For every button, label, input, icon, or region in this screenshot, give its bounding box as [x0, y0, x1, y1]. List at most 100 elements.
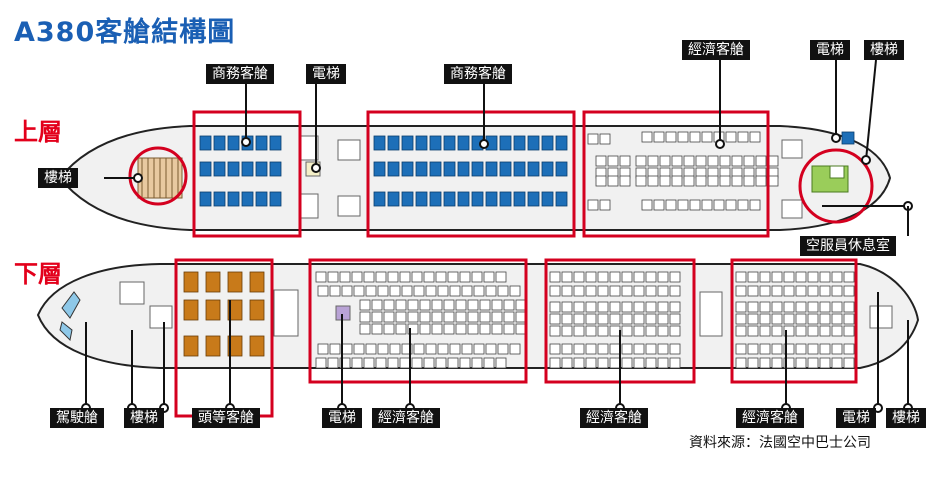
first-class-seat: [227, 271, 243, 293]
lower-economy-seat: [431, 299, 443, 311]
upper-economy-seat: [665, 199, 677, 211]
lower-economy-seat: [609, 301, 621, 313]
lower-economy-seat: [669, 325, 681, 337]
lower-economy-seat: [735, 285, 747, 297]
lower-economy-seat: [411, 357, 423, 369]
lower-economy-seat: [585, 357, 597, 369]
upper-galley-5: [781, 139, 803, 159]
lower-economy-seat: [645, 343, 657, 355]
upper-business-seat: [199, 135, 212, 151]
lower-economy-seat: [359, 311, 371, 323]
upper-business-seat: [429, 161, 442, 177]
lower-economy-seat: [573, 343, 585, 355]
upper-business-seat: [457, 161, 470, 177]
lower-economy-seat: [633, 357, 645, 369]
upper-business-seat: [415, 191, 428, 207]
upper-business-seat: [429, 135, 442, 151]
lower-economy-seat: [585, 285, 597, 297]
label-lower-stairs-right: 樓梯: [886, 408, 926, 428]
lower-economy-seat: [633, 343, 645, 355]
lower-economy-seat: [377, 285, 389, 297]
lower-economy-seat: [327, 357, 339, 369]
lower-economy-seat: [747, 285, 759, 297]
frame-upper-stairs-circle: [128, 146, 188, 206]
upper-business-seat: [471, 161, 484, 177]
lower-economy-seat: [807, 285, 819, 297]
lower-economy-seat: [735, 325, 747, 337]
lower-economy-seat: [645, 271, 657, 283]
lower-economy-seat: [471, 271, 483, 283]
lower-economy-seat: [339, 357, 351, 369]
lower-economy-seat: [609, 357, 621, 369]
upper-economy-seat: [619, 155, 631, 167]
lower-economy-seat: [443, 311, 455, 323]
lower-economy-seat: [621, 271, 633, 283]
lower-economy-seat: [669, 271, 681, 283]
deck-label-lower: 下層: [14, 260, 62, 288]
label-upper-stairs-right: 樓梯: [864, 40, 904, 60]
lower-economy-seat: [395, 311, 407, 323]
upper-business-seat: [429, 191, 442, 207]
lower-economy-seat: [461, 285, 473, 297]
lower-economy-seat: [783, 271, 795, 283]
lower-economy-seat: [735, 271, 747, 283]
lower-economy-seat: [407, 323, 419, 335]
lower-economy-seat: [549, 325, 561, 337]
lower-economy-seat: [843, 313, 855, 325]
first-class-seat: [205, 299, 221, 321]
lower-economy-seat: [657, 313, 669, 325]
lower-economy-seat: [783, 325, 795, 337]
upper-business-seat: [499, 135, 512, 151]
upper-business-seat: [555, 135, 568, 151]
lower-economy-seat: [597, 271, 609, 283]
label-lower-economy-2: 經濟客艙: [580, 408, 648, 428]
lower-economy-seat: [633, 271, 645, 283]
lower-economy-seat: [795, 271, 807, 283]
lower-economy-seat: [609, 343, 621, 355]
callout-line: [865, 59, 877, 161]
lower-economy-seat: [669, 343, 681, 355]
callout-dot: [241, 137, 251, 147]
lower-economy-seat: [351, 271, 363, 283]
lower-economy-seat: [561, 325, 573, 337]
lower-economy-seat: [621, 325, 633, 337]
lower-economy-seat: [473, 343, 485, 355]
frame-crew-rest-circle: [798, 148, 874, 224]
upper-economy-seat: [619, 175, 631, 187]
upper-economy-seat: [689, 199, 701, 211]
upper-business-seat: [241, 191, 254, 207]
upper-business-seat: [199, 191, 212, 207]
lower-economy-seat: [549, 343, 561, 355]
lower-economy-seat: [783, 343, 795, 355]
upper-business-seat: [401, 191, 414, 207]
upper-economy-seat: [701, 199, 713, 211]
lower-economy-seat: [747, 325, 759, 337]
lower-economy-seat: [365, 343, 377, 355]
label-lower-economy-3: 經濟客艙: [736, 408, 804, 428]
lower-economy-seat: [843, 357, 855, 369]
upper-economy-seat: [641, 199, 653, 211]
upper-business-seat: [499, 161, 512, 177]
seat-groups: [183, 131, 855, 369]
lower-economy-seat: [375, 271, 387, 283]
lower-economy-seat: [783, 285, 795, 297]
upper-business-seat: [513, 161, 526, 177]
lower-economy-seat: [795, 301, 807, 313]
lower-economy-seat: [549, 357, 561, 369]
cockpit-windows: [59, 291, 81, 342]
lower-economy-seat: [419, 311, 431, 323]
lower-economy-seat: [447, 357, 459, 369]
lower-economy-seat: [759, 357, 771, 369]
upper-business-seat: [471, 191, 484, 207]
lower-economy-seat: [561, 271, 573, 283]
upper-business-seat: [213, 135, 226, 151]
lower-economy-seat: [807, 357, 819, 369]
lower-economy-seat: [759, 325, 771, 337]
lower-economy-seat: [467, 323, 479, 335]
lower-economy-seat: [657, 271, 669, 283]
page-title: A380客艙結構圖: [14, 17, 236, 48]
lower-economy-seat: [471, 357, 483, 369]
upper-economy-seat: [755, 155, 767, 167]
upper-business-seat: [499, 191, 512, 207]
upper-economy-seat: [665, 131, 677, 143]
